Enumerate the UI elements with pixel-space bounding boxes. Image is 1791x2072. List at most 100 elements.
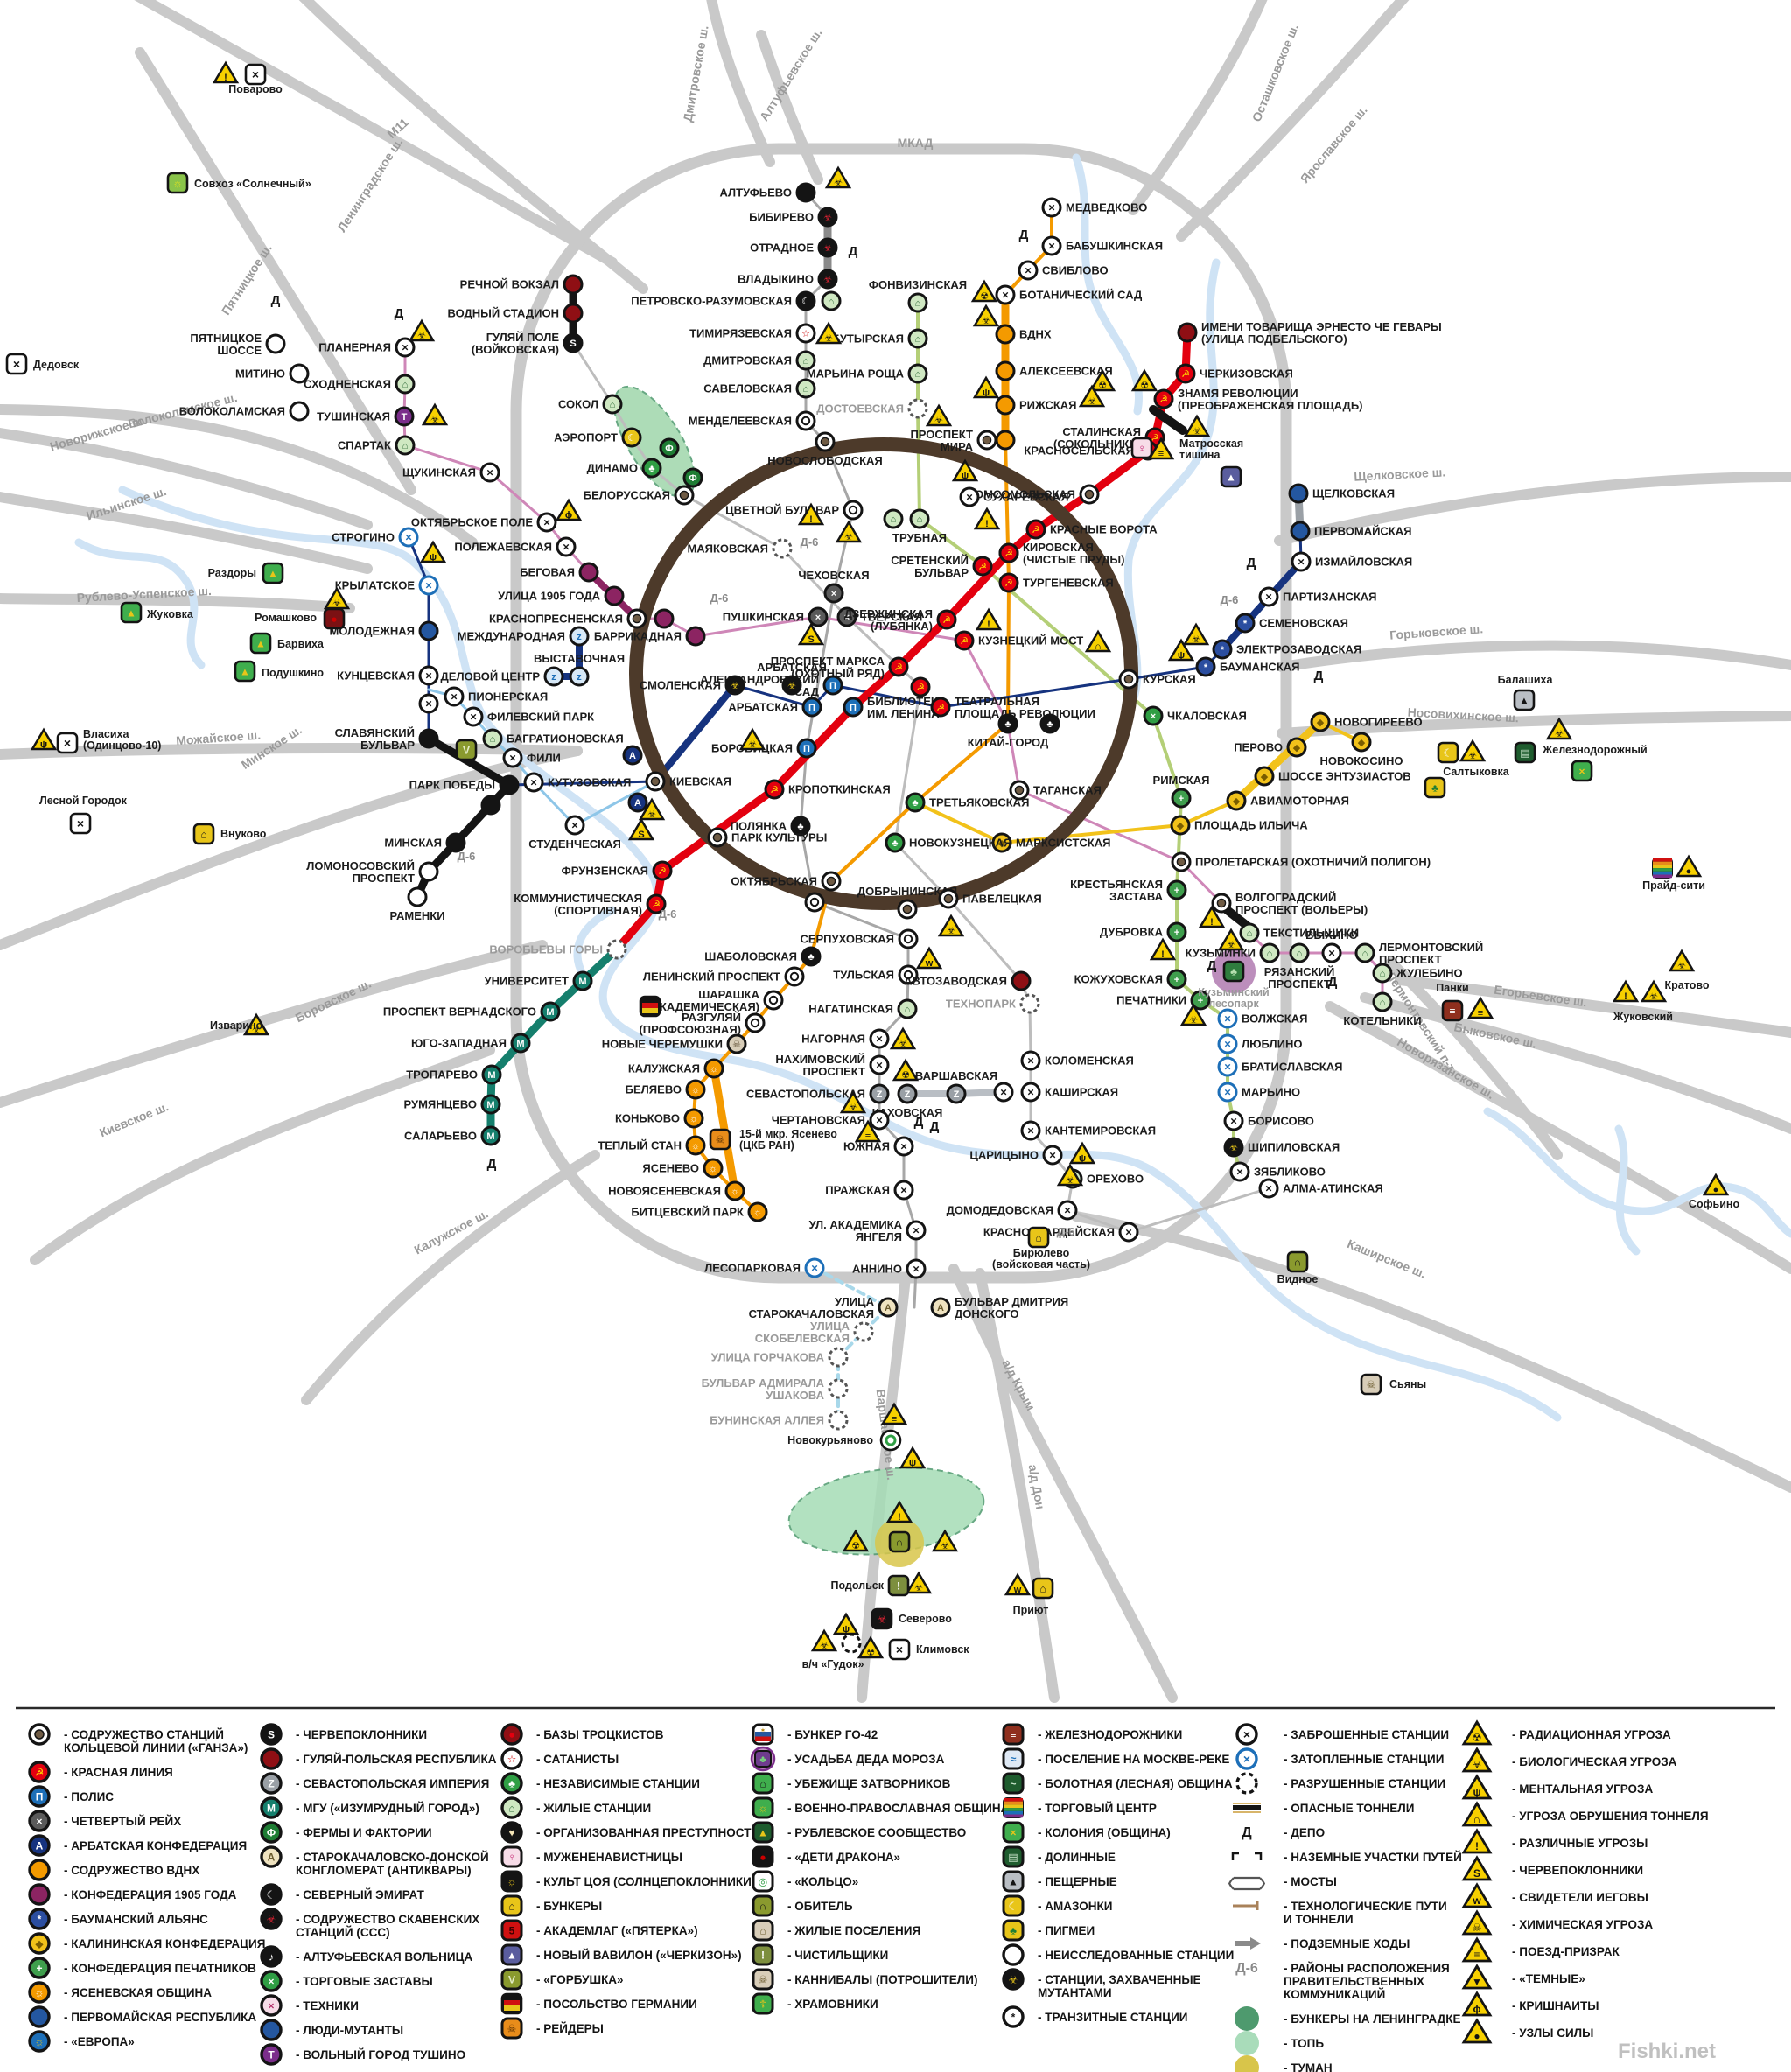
station-icon: ×	[418, 665, 439, 686]
station-label: КОЖУХОВСКАЯ	[1074, 973, 1163, 986]
station-label: ЧЕРКИЗОВСКАЯ	[1200, 368, 1293, 381]
threat-triangle: ☣	[1183, 414, 1211, 438]
abandoned-settlement-icon: ×	[56, 732, 79, 754]
legend-icon: ☠	[752, 1968, 774, 1991]
legend-icon	[28, 1883, 51, 1906]
station-icon: ×	[995, 284, 1016, 305]
station-label: СМОЛЕНСКАЯ	[640, 679, 721, 692]
svg-text:∩: ∩	[1095, 641, 1102, 652]
label: - ТОПЬ	[1284, 2037, 1324, 2050]
highway	[0, 428, 373, 530]
svg-text:☼: ☼	[759, 1802, 768, 1815]
label: ЧЕРТАНОВСКАЯ	[772, 1114, 865, 1127]
svg-text:×: ×	[896, 1642, 903, 1656]
station-label: ДЗЕРЖИНСКАЯ(ЛУБЯНКА)	[844, 607, 933, 633]
river	[1483, 1107, 1791, 1238]
legend-icon: w	[1461, 1882, 1493, 1908]
station-label: АРБАТСКАЯ	[757, 661, 827, 674]
label: ВЫХИНО	[1305, 928, 1358, 942]
legend-icon	[1228, 1876, 1266, 1891]
station-icon: ☼	[747, 1201, 768, 1222]
svg-text:≈: ≈	[1011, 1754, 1017, 1766]
station-icon: ×	[993, 1082, 1014, 1102]
label: - ВОЕННО-ПРАВОСЛАВНАЯ ОБЩИНА	[787, 1802, 1010, 1815]
station-icon	[1011, 970, 1032, 991]
station-label: ШИПИЛОВСКАЯ	[1248, 1141, 1340, 1154]
label: - РАЙОНЫ РАСПОЛОЖЕНИЯ	[1284, 1962, 1450, 1975]
label: ТЕКСТИЛЬЩИКИ	[1263, 927, 1359, 940]
label: КИРОВСКАЯ	[1023, 541, 1094, 554]
svg-text:!: !	[898, 1512, 901, 1522]
svg-text:+: +	[1174, 975, 1179, 985]
threat-triangle: S	[627, 817, 655, 841]
label: Д	[1207, 958, 1217, 973]
svg-text:⌂: ⌂	[1380, 998, 1386, 1008]
svg-text:☠: ☠	[1473, 1922, 1482, 1934]
label: СТАРОКАЧАЛОВСКАЯ	[749, 1307, 874, 1320]
svg-text:♣: ♣	[1004, 719, 1011, 730]
svg-text:А: А	[634, 798, 641, 808]
svg-text:S: S	[570, 339, 576, 349]
station-icon: ⌂	[907, 292, 928, 313]
legend-icon: ×	[28, 1810, 51, 1832]
label: КОЛЬЦЕВОЙ ЛИНИИ («ГАНЗА»)	[64, 1741, 248, 1754]
station-icon: ×	[536, 512, 557, 533]
station-icon: ☣	[817, 269, 838, 290]
station-label: ПИОНЕРСКАЯ	[468, 690, 548, 704]
station-icon: М	[510, 1032, 531, 1054]
highway	[0, 492, 373, 574]
station-icon: ×	[906, 1220, 927, 1241]
settlement-icon: ♀	[1130, 437, 1153, 459]
station-label: НАГОРНАЯ	[801, 1032, 865, 1046]
svg-text:☭: ☭	[978, 562, 987, 572]
legend-icon: S	[1461, 1855, 1493, 1881]
label: МЕНДЕЛЕЕВСКАЯ	[689, 415, 792, 428]
svg-text:⌂: ⌂	[1247, 928, 1253, 939]
station-icon: ☣	[781, 675, 802, 696]
svg-text:×: ×	[1025, 264, 1032, 277]
threat-triangle: !	[1149, 937, 1177, 961]
svg-text:☣: ☣	[1473, 1759, 1482, 1771]
svg-text:●: ●	[508, 1729, 514, 1741]
station-label: ДИНАМО	[587, 462, 638, 475]
legend-icon: ☼	[28, 2030, 51, 2053]
svg-text:☣: ☣	[417, 331, 426, 341]
highway	[0, 940, 548, 1108]
label: АННИНО	[852, 1263, 902, 1276]
legend-icon: ≡	[1461, 1936, 1493, 1963]
label: КОММУНИКАЦИЙ	[1284, 1988, 1385, 2001]
label: ВЫСТАВОЧНАЯ	[534, 652, 625, 665]
station-label: ПЕТРОВСКО-РАЗУМОВСКАЯ	[631, 295, 792, 308]
station-icon	[265, 333, 286, 354]
threat-triangle: ☣	[810, 1628, 838, 1652]
label: СЛАВЯНСКИЙ	[335, 726, 415, 739]
station-label: БУНИНСКАЯ АЛЛЕЯ	[710, 1414, 824, 1427]
station-icon: ☭	[1153, 388, 1174, 410]
svg-text:М: М	[486, 1100, 494, 1110]
station-icon: ☼	[724, 1180, 745, 1201]
river	[1072, 153, 1143, 416]
station-label: НОВОКУЗНЕЦКАЯ	[909, 836, 1011, 850]
label: СЕВАСТОПОЛЬСКАЯ	[746, 1088, 865, 1101]
label: МУТАНТАМИ	[1038, 1986, 1112, 1999]
label: ПРОСПЕКТ	[802, 1065, 865, 1078]
settlement-icon: ×	[1571, 760, 1593, 782]
label: - ЧИСТИЛЬЩИКИ	[787, 1949, 888, 1962]
station-icon: ×	[1057, 1200, 1078, 1221]
station-label: ПРАЖСКАЯ	[825, 1184, 890, 1197]
settlement-icon: ▲	[234, 660, 256, 682]
svg-text:☆: ☆	[801, 329, 810, 340]
station-icon	[898, 928, 919, 949]
label: - ТОРГОВЫЙ ЦЕНТР	[1038, 1802, 1157, 1815]
label: ЯСЕНЕВО	[642, 1162, 699, 1175]
svg-text:♣: ♣	[1431, 782, 1438, 794]
label: ПРАЖСКАЯ	[825, 1184, 890, 1197]
station-icon	[1290, 521, 1311, 542]
station-icon: ×	[444, 686, 465, 707]
svg-text:♣: ♣	[1046, 719, 1053, 730]
station-icon	[418, 728, 439, 749]
label: - СЕВЕРНЫЙ ЭМИРАТ	[296, 1888, 425, 1901]
label: - ТУМАН	[1284, 2062, 1333, 2072]
